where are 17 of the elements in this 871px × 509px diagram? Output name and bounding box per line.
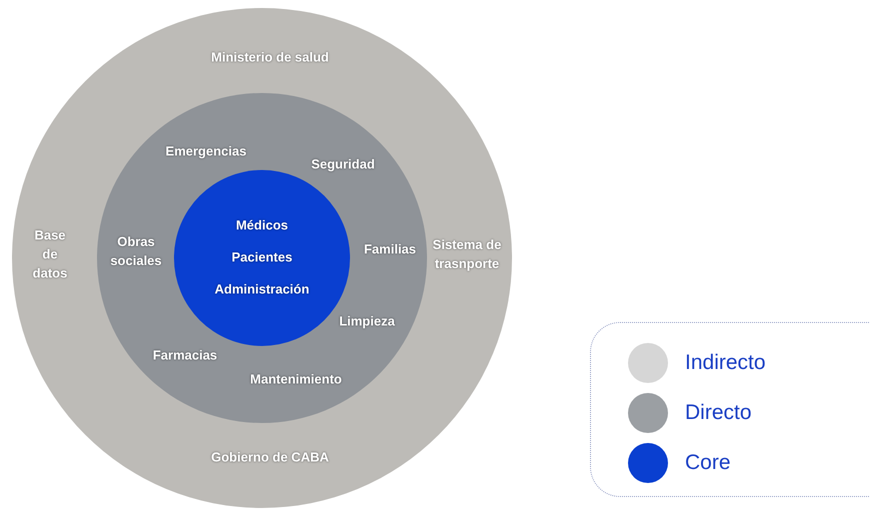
stakeholder-label: Familias: [364, 240, 416, 259]
legend-label: Directo: [685, 401, 752, 425]
stakeholder-label: Emergencias: [166, 142, 246, 161]
stakeholder-label: Médicos: [236, 216, 288, 235]
stakeholder-label: Obras sociales: [109, 233, 163, 270]
legend-label: Indirecto: [685, 351, 766, 375]
legend-label: Core: [685, 451, 731, 475]
stakeholder-label: Limpieza: [339, 312, 395, 331]
stakeholder-label: Farmacias: [152, 346, 218, 365]
stakeholder-label: Gobierno de CABA: [211, 448, 329, 467]
stakeholder-label: Base de datos: [32, 226, 68, 282]
stakeholder-label: Pacientes: [232, 248, 292, 267]
stakeholder-label: Seguridad: [311, 156, 375, 174]
stakeholder-label: Administración: [214, 280, 310, 299]
stakeholder-label: Ministerio de salud: [211, 48, 329, 67]
stakeholder-label: Sistema de trasnporte: [432, 236, 502, 273]
stakeholder-label: Mantenimiento: [250, 370, 342, 389]
